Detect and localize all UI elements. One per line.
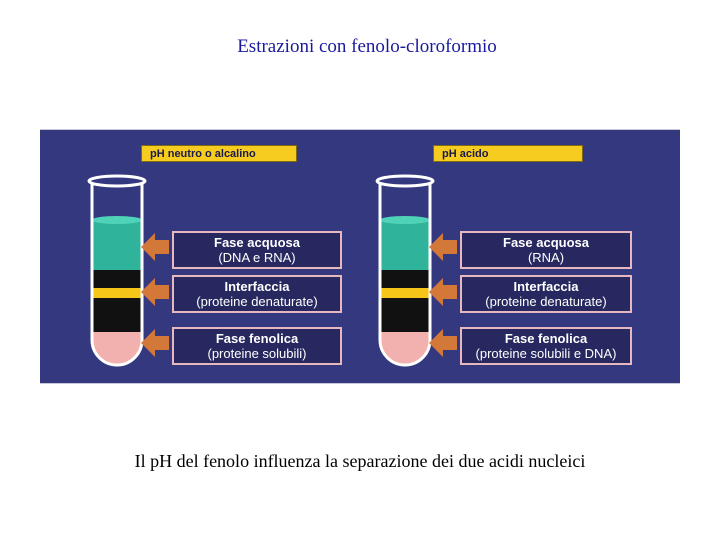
aqueous-phase-left [92, 220, 142, 270]
phenol-phase-box-right: Fase fenolica (proteine solubili e DNA) [460, 327, 632, 365]
box-title: Fase fenolica [504, 331, 588, 346]
ph-label-acidic: pH acido [433, 145, 583, 162]
aqueous-phase-box-left: Fase acquosa (DNA e RNA) [172, 231, 342, 269]
test-tube-left [87, 174, 147, 367]
box-subtitle: (DNA e RNA) [218, 250, 296, 265]
diagram-panel: pH neutro o alcalino Fase acquosa (DNA e… [40, 129, 680, 384]
arrow-icon [141, 233, 169, 261]
arrow-icon [429, 278, 457, 306]
interphase-box-right: Interfaccia (proteine denaturate) [460, 275, 632, 313]
slide-title: Estrazioni con fenolo-cloroformio [237, 36, 497, 57]
arrow-icon [141, 329, 169, 357]
phenol-phase-box-left: Fase fenolica (proteine solubili) [172, 327, 342, 365]
box-subtitle: (proteine solubili e DNA) [475, 346, 617, 361]
box-title: Fase acquosa [214, 235, 300, 250]
test-tube-right [375, 174, 435, 367]
ph-label-neutral-alkaline: pH neutro o alcalino [141, 145, 297, 162]
aqueous-phase-box-right: Fase acquosa (RNA) [460, 231, 632, 269]
arrow-icon [429, 329, 457, 357]
interphase-box-left: Interfaccia (proteine denaturate) [172, 275, 342, 313]
box-title: Interfaccia [224, 279, 290, 294]
slide-caption: Il pH del fenolo influenza la separazion… [134, 451, 586, 471]
box-title: Fase acquosa [503, 235, 589, 250]
box-subtitle: (proteine denaturate) [196, 294, 318, 309]
box-subtitle: (proteine solubili) [207, 346, 307, 361]
box-subtitle: (RNA) [527, 250, 565, 265]
box-subtitle: (proteine denaturate) [485, 294, 607, 309]
box-title: Interfaccia [513, 279, 579, 294]
box-title: Fase fenolica [215, 331, 299, 346]
arrow-icon [429, 233, 457, 261]
interphase-band-left [92, 288, 142, 298]
arrow-icon [141, 278, 169, 306]
aqueous-phase-right [380, 220, 430, 270]
interphase-band-right [380, 288, 430, 298]
